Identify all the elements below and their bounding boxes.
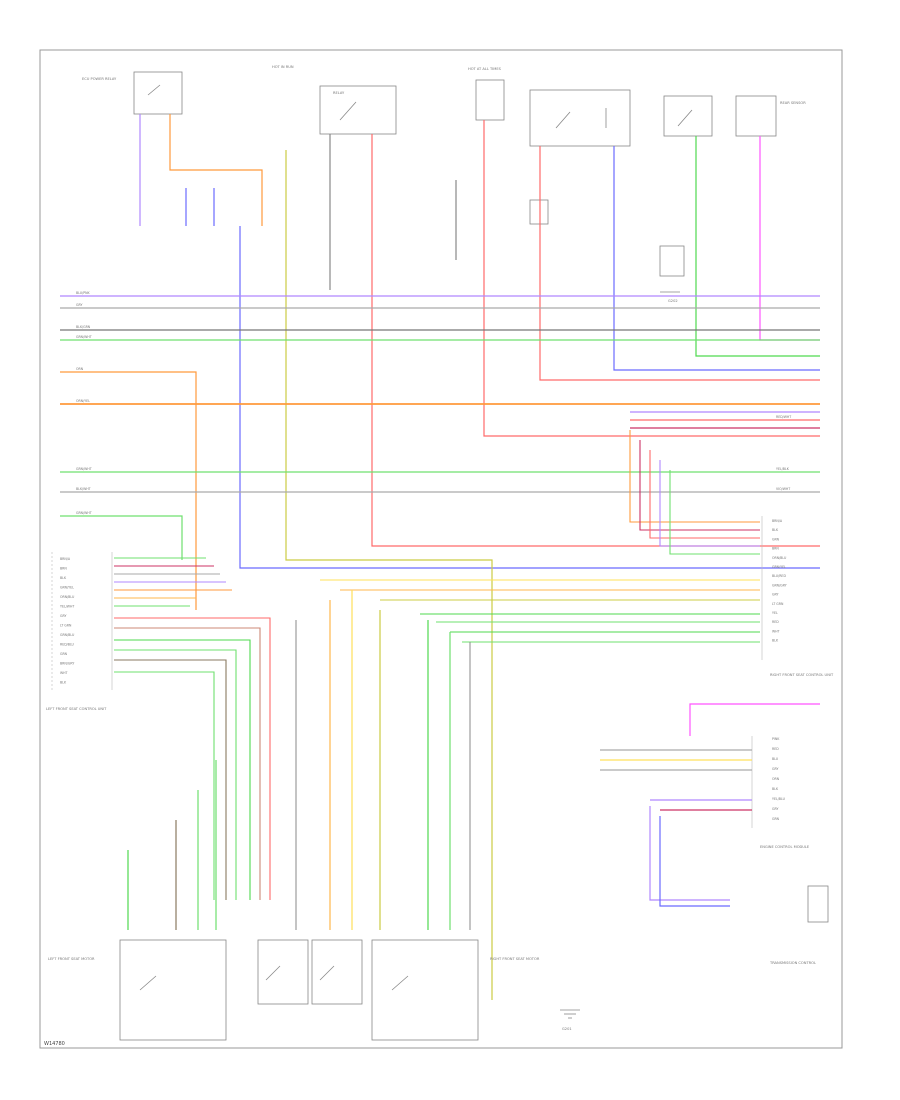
- pin-label: BLU/RED: [772, 574, 786, 578]
- pin-label: BRN/A: [772, 519, 783, 523]
- left-seat-motor: LEFT FRONT SEAT MOTOR: [48, 760, 227, 1041]
- pin-label: GRN: [772, 817, 780, 821]
- small-switch-2: [659, 245, 685, 277]
- relay-top-right-1: [529, 89, 631, 147]
- rear-sensor-label: REAR SENSOR: [780, 101, 806, 105]
- ecu-power-relay: ECU POWER RELAY: [82, 71, 183, 115]
- wire-label: BLK/GRN: [76, 325, 91, 329]
- transmission-label: TRANSMISSION CONTROL: [769, 961, 816, 965]
- ground-symbols: G201 G202: [560, 291, 680, 1031]
- pin-label: PINK: [772, 737, 780, 741]
- right-pin-labels: BRN/A BLK GRN BRN ORN/BLU GRN/YEL BLU/RED GRN/G…: [772, 519, 787, 643]
- wire-label: VIO/WHT: [776, 487, 790, 491]
- transmission-connector: TRANSMISSION CONTROL: [769, 885, 829, 965]
- wire-label: GRN/WHT: [76, 335, 92, 339]
- left-connector: LEFT FRONT SEAT CONTROL UNIT: [46, 552, 271, 900]
- right-seat-ctrl-label: RIGHT FRONT SEAT CONTROL UNIT: [770, 673, 834, 677]
- center-motors: [257, 590, 363, 1005]
- relay-top-right-2: [663, 95, 713, 137]
- wire-label: GRY: [76, 303, 82, 307]
- pin-label: LT GRN: [60, 624, 72, 628]
- right-pin-labels-2: PINK RED BLU GRY ORN BLK YEL/BLU GRY GRN: [772, 737, 786, 821]
- pin-label: GRN: [60, 652, 68, 656]
- pin-label: BLK: [60, 681, 67, 685]
- pin-label: RED/BLU: [60, 643, 75, 647]
- diagram-code: W14780: [44, 1041, 65, 1047]
- wire-label: BLK/WHT: [76, 487, 91, 491]
- pin-label: WHT: [772, 629, 780, 633]
- motor-1-label: LEFT FRONT SEAT MOTOR: [48, 957, 95, 961]
- pin-label: GRN/BLU: [60, 633, 75, 637]
- pin-label: BRN: [772, 547, 779, 551]
- relay-label: RELAY: [333, 91, 345, 95]
- hot-in-run-label: HOT IN RUN: [272, 65, 294, 69]
- pin-label: GRY: [772, 767, 778, 771]
- pin-label: BRN/A: [60, 557, 71, 561]
- pin-label: BLU: [772, 757, 779, 761]
- wire-label: GRN/WHT: [76, 511, 92, 515]
- pin-label: BLK: [772, 639, 779, 643]
- right-connector-2: ENGINE CONTROL MODULE: [600, 703, 820, 907]
- pin-label: GRY: [772, 593, 778, 597]
- pin-label: BRN/GRY: [60, 662, 74, 666]
- pin-label: YEL/BLU: [772, 797, 786, 801]
- wire-label: ORN/YEL: [76, 399, 90, 403]
- pin-label: BLK: [772, 787, 779, 791]
- right-connector-wires: [320, 430, 760, 643]
- pin-label: YEL: [772, 611, 778, 615]
- pin-label: GRY: [60, 614, 66, 618]
- wire-label: BLU/PNK: [76, 291, 91, 295]
- wire-label: RED/WHT: [776, 415, 791, 419]
- pin-label: GRN/YEL: [772, 565, 786, 569]
- hot-at-all-times-label: HOT AT ALL TIMES: [468, 67, 502, 71]
- motor-2-label: RIGHT FRONT SEAT MOTOR: [490, 957, 540, 961]
- ecu-label: ECU POWER RELAY: [82, 77, 117, 81]
- wire-label: GRN/WHT: [76, 467, 92, 471]
- pin-label: YEL/WHT: [60, 605, 74, 609]
- pin-label: ORN: [772, 777, 780, 781]
- pin-label: WHT: [60, 671, 68, 675]
- left-pin-labels: BRN/A BRN BLK GRN/YEL ORN/BLU YEL/WHT GRY LT GR…: [60, 557, 75, 685]
- left-seat-ctrl-label: LEFT FRONT SEAT CONTROL UNIT: [46, 707, 107, 711]
- ground-label: G201: [562, 1027, 572, 1031]
- wire-labels: BLU/PNK GRY BLK/GRN GRN/WHT ORN ORN/YEL …: [76, 291, 791, 515]
- pin-label: GRN/YEL: [60, 586, 74, 590]
- pin-label: BLK: [772, 528, 779, 532]
- hot-at-all-times-block: HOT AT ALL TIMES: [468, 67, 505, 121]
- pin-label: GRN/GRY: [772, 583, 787, 587]
- pin-label: GRY: [772, 807, 778, 811]
- rear-sensor: REAR SENSOR: [735, 95, 806, 137]
- pin-label: ORN/BLU: [772, 556, 787, 560]
- vertical-wires: [139, 114, 820, 1000]
- diagram-border: [39, 49, 843, 1049]
- wire-label: YEL/BLK: [776, 467, 790, 471]
- pin-label: RED: [772, 747, 779, 751]
- right-connector: RIGHT FRONT SEAT CONTROL UNIT: [761, 516, 834, 677]
- wire-label: ORN: [76, 367, 84, 371]
- horizontal-bus: [60, 295, 820, 610]
- relay-top-center: RELAY HOT IN RUN: [272, 65, 397, 135]
- pin-label: ORN/BLU: [60, 595, 75, 599]
- ground-2-label: G202: [668, 299, 678, 303]
- small-switch-1: [529, 199, 549, 225]
- pin-label: GRN: [772, 537, 780, 541]
- pin-label: RED: [772, 620, 779, 624]
- right-seat-motor: RIGHT FRONT SEAT MOTOR: [371, 610, 540, 1041]
- engine-ctrl-label: ENGINE CONTROL MODULE: [760, 845, 810, 849]
- pin-label: LT GRN: [772, 602, 784, 606]
- pin-label: BLK: [60, 576, 67, 580]
- pin-label: BRN: [60, 567, 67, 571]
